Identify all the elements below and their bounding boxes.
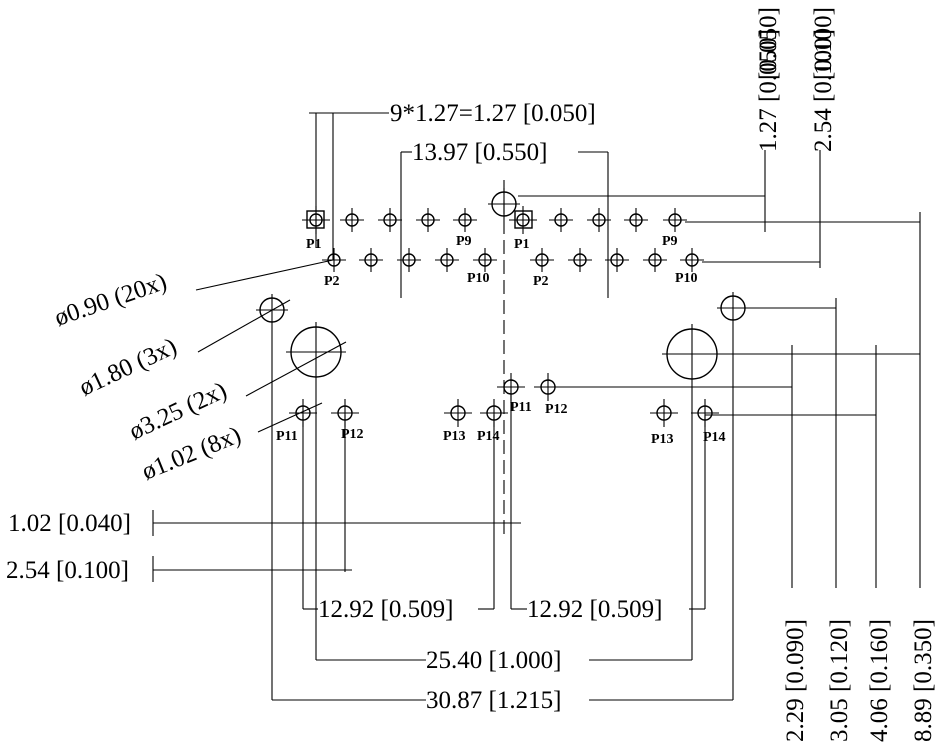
bottom-dim-1-label: 12.92 [0.509]: [318, 596, 453, 623]
dim-v4-label: 8.89 [0.350]: [910, 619, 937, 742]
dim-v1-label: 2.29 [0.090]: [782, 619, 809, 742]
right-dimension-127: 1.27 [0.050]: [518, 29, 920, 232]
dim-0100-header: [0.100]: [810, 7, 837, 80]
dim-102-left: 1.02 [0.040]: [8, 510, 497, 537]
label-090: ø0.90 (20x): [51, 268, 170, 332]
pin-label-p12-right: P12: [545, 402, 568, 417]
pin-hole: [568, 248, 592, 272]
bottom-dim-4-label: 30.87 [1.215]: [426, 687, 561, 714]
dim-v2-label: 3.05 [0.120]: [826, 619, 853, 742]
bottom-dim-4: 30.87 [1.215]: [272, 687, 733, 714]
pin-label-p2-left: P2: [324, 274, 340, 289]
pin-hole: [530, 248, 554, 272]
bottom-dim-2: 12.92 [0.509]: [510, 390, 706, 623]
bottom-dim-1: 12.92 [0.509]: [302, 415, 495, 623]
span-dimension: 13.97 [0.550]: [400, 139, 609, 298]
dim-0050-header: [0.050]: [755, 7, 782, 80]
pin-label-p14-left: P14: [477, 429, 500, 444]
dim-v3-label: 4.06 [0.160]: [866, 619, 893, 742]
pin-label-p11-left: P11: [276, 429, 298, 444]
pin-label-p1-left: P1: [306, 237, 322, 252]
left-pin-row-1: [302, 206, 330, 234]
right-dimension-254: 2.54 [0.100]: [702, 29, 837, 268]
right-pin-row-1: [509, 206, 537, 234]
pin-hole: [605, 248, 629, 272]
pin-hole: [322, 248, 346, 272]
pin-hole: [473, 248, 497, 272]
pin-hole: [444, 399, 472, 427]
pin-hole: [549, 208, 573, 232]
dim-254-left: 2.54 [0.100]: [6, 556, 352, 584]
bottom-dim-2-label: 12.92 [0.509]: [527, 596, 662, 623]
pin-hole: [453, 208, 477, 232]
dim-127-label: 1.27 [0.050]: [755, 29, 782, 152]
pin-hole: [359, 248, 383, 272]
pin-label-p9-left: P9: [456, 234, 472, 249]
pin-hole: [587, 208, 611, 232]
pin-hole: [680, 248, 704, 272]
pin-label-p12-left: P12: [341, 427, 364, 442]
dim-254-label-left: 2.54 [0.100]: [6, 557, 129, 584]
pitch-label: 9*1.27=1.27 [0.050]: [390, 100, 596, 127]
pin-hole: [378, 208, 402, 232]
pin-label-p13-right: P13: [651, 432, 674, 447]
pin-label-p14-right: P14: [703, 430, 726, 445]
bottom-right-dims: 2.29 [0.090] 3.05 [0.120] 4.06 [0.160] 8…: [548, 212, 937, 742]
bottom-dim-3-label: 25.40 [1.000]: [426, 647, 561, 674]
pin-label-p2-right: P2: [533, 274, 549, 289]
pin-hole: [397, 248, 421, 272]
pin-label-p1-right: P1: [514, 237, 530, 252]
span-label: 13.97 [0.550]: [412, 139, 547, 166]
pitch-dimension: 9*1.27=1.27 [0.050]: [309, 100, 596, 260]
pin-hole: [435, 248, 459, 272]
pin-hole: [650, 399, 678, 427]
dim-102-label: 1.02 [0.040]: [8, 510, 131, 537]
pin-label-p10-left: P10: [467, 271, 490, 286]
pin-hole: [643, 248, 667, 272]
pin-label-p10-right: P10: [675, 271, 698, 286]
pin-label-p11-right: P11: [510, 400, 532, 415]
pin-hole: [416, 208, 440, 232]
pin-holes: [322, 208, 704, 272]
pin-hole: [624, 208, 648, 232]
pin-hole: [340, 208, 364, 232]
label-180: ø1.80 (3x): [75, 333, 181, 401]
pin-label-p9-right: P9: [662, 234, 678, 249]
pin-hole: [663, 208, 687, 232]
dim-254-label: 2.54 [0.100]: [810, 29, 837, 152]
pin-label-p13-left: P13: [443, 429, 466, 444]
bottom-dim-3: 25.40 [1.000]: [316, 647, 692, 674]
